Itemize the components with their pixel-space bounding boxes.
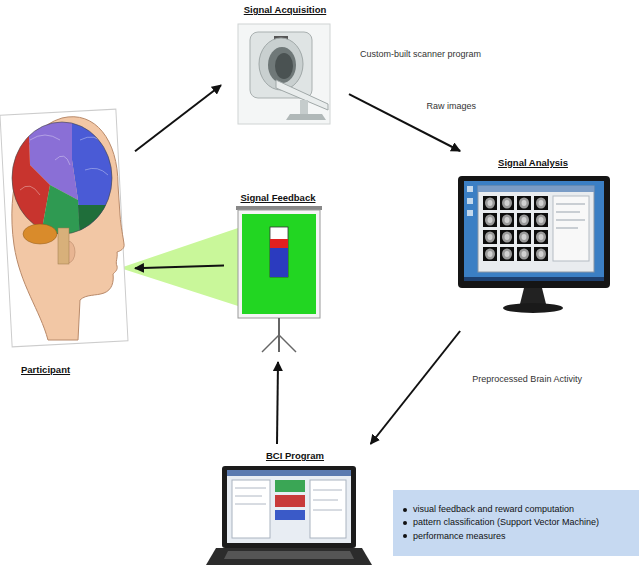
flow-arrow	[135, 266, 224, 269]
edge-label: Preprocessed Brain Activity	[470, 374, 584, 385]
bullet-item: performance measures	[401, 530, 631, 543]
panel-title: Signal Analysis	[498, 157, 568, 168]
signal-feedback-panel: Signal Feedback	[228, 190, 328, 358]
note-box: visual feedback and reward computationpa…	[393, 490, 639, 556]
edge-label: Raw images	[425, 101, 479, 112]
note-label: Custom-built scanner program	[358, 49, 483, 60]
projection-screen	[236, 206, 322, 352]
panel-title: Participant	[21, 364, 70, 375]
flow-arrow	[277, 362, 278, 444]
panel-title: Signal Feedback	[241, 192, 316, 203]
signal-analysis-panel: Signal Analysis	[452, 155, 614, 327]
bci-program-panel: BCI Program	[205, 448, 385, 567]
signal-acquisition-panel: Signal Acquisition	[225, 2, 345, 130]
monitor	[458, 176, 610, 313]
panel-title: Signal Acquisition	[244, 4, 327, 15]
laptop	[206, 466, 372, 565]
light-beam	[120, 228, 238, 306]
participant-panel: Participant	[3, 105, 131, 377]
flow-arrow	[135, 85, 221, 151]
bullet-item: pattern classification (Support Vector M…	[401, 516, 631, 529]
panel-title: BCI Program	[266, 450, 324, 461]
head-illustration	[0, 109, 128, 347]
bullet-item: visual feedback and reward computation	[401, 503, 631, 516]
flow-arrow	[371, 331, 461, 444]
mri-scanner	[238, 24, 330, 124]
